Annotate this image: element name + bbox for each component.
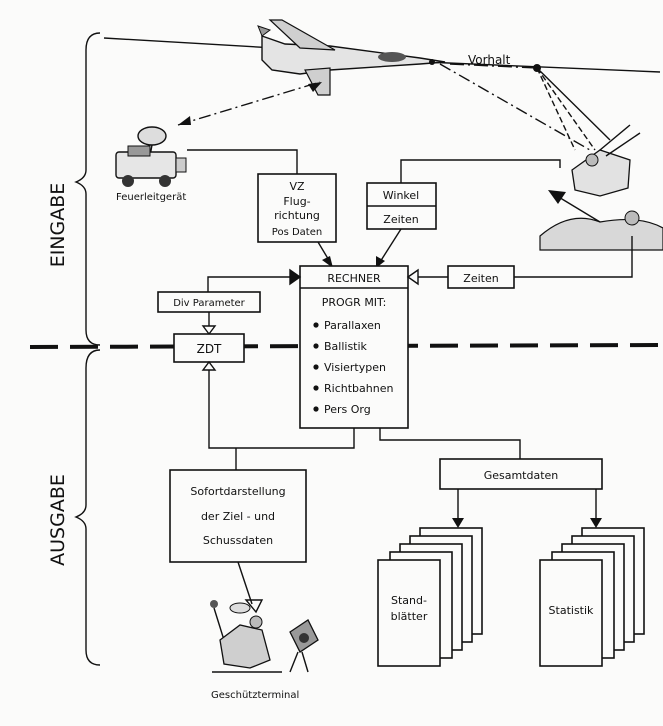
- gun-to-winkel-connector: [400, 159, 561, 183]
- winkel-to-rechner-line: [379, 228, 402, 263]
- radar-tracking-line: [177, 81, 321, 126]
- rechner-title: RECHNER: [327, 272, 381, 285]
- zeiten-label: Zeiten: [463, 272, 498, 285]
- operator-arrow-line: [556, 195, 601, 223]
- rechner-left-input-marker: [289, 268, 302, 286]
- radar-arrow-head-target: [308, 82, 322, 92]
- winkel-label: Winkel: [383, 189, 419, 202]
- input-brace: [74, 32, 101, 346]
- item-ballistik: Ballistik: [324, 340, 368, 353]
- div-parameter-label: Div Parameter: [173, 298, 245, 309]
- output-brace: [74, 349, 101, 666]
- radar-to-vz-connector: [187, 149, 298, 174]
- lead-line-1: [536, 67, 596, 151]
- gun-to-zeiten-connector: [514, 236, 633, 278]
- rechner-to-gesamt-connector: [379, 428, 521, 459]
- bullet-icon: [313, 406, 319, 412]
- item-parallaxen: Parallaxen: [324, 319, 381, 332]
- vz-to-rechner-arrow: [322, 256, 333, 268]
- statistik-label: Statistik: [549, 604, 595, 617]
- geschuetzterminal-label: Geschützterminal: [211, 690, 299, 701]
- sofort-to-terminal-arrow: [244, 599, 264, 614]
- bullet-icon: [313, 364, 319, 370]
- feuerleitgeraet-label: Feuerleitgerät: [116, 192, 186, 203]
- fire-control-radar-icon: [115, 126, 187, 187]
- gesamt-to-stand-arrow: [452, 518, 464, 528]
- winkel-zeiten-label: Zeiten: [383, 213, 418, 226]
- bullet-icon: [313, 385, 319, 391]
- bullet-icon: [313, 343, 319, 349]
- sofortdarstellung-box: Sofortdarstellung der Ziel - und Schussd…: [169, 469, 307, 563]
- richtung-label: richtung: [274, 209, 320, 222]
- zdt-bottom-marker: [201, 360, 217, 371]
- lead-line-3: [536, 67, 611, 141]
- gesamtdaten-label: Gesamtdaten: [484, 469, 559, 482]
- winkel-zeiten-box: Winkel Zeiten: [366, 182, 437, 230]
- vz-label: VZ: [289, 180, 305, 193]
- standblaetter-line-1: Stand-: [391, 594, 427, 607]
- gesamt-to-statistik-arrow: [590, 518, 602, 528]
- bullet-icon: [313, 322, 319, 328]
- standblaetter-document-stack: Stand- blätter: [377, 527, 483, 667]
- anti-aircraft-gun-crew-icon: [539, 124, 663, 251]
- sofort-line-2: der Ziel - und: [201, 510, 275, 523]
- gun-sight-line: [439, 63, 591, 151]
- item-pers-org: Pers Org: [324, 403, 371, 416]
- statistik-document-stack: Statistik: [539, 527, 645, 667]
- radar-arrow-head: [178, 116, 191, 125]
- item-richtbahnen: Richtbahnen: [324, 382, 393, 395]
- standblaetter-line-2: blätter: [391, 610, 428, 623]
- flight-path-line: [103, 37, 276, 49]
- rechner-right-input-marker: [406, 268, 419, 286]
- gesamtdaten-box: Gesamtdaten: [439, 458, 603, 490]
- rechner-computer-box: RECHNER PROGR MIT: Parallaxen Ballistik …: [299, 265, 409, 429]
- flight-path-line-right: [424, 61, 661, 73]
- jet-aircraft-icon: [257, 19, 446, 96]
- sofort-line-1: Sofortdarstellung: [190, 485, 285, 498]
- flug-label: Flug-: [283, 195, 310, 208]
- div-parameter-box: Div Parameter: [157, 291, 261, 313]
- vz-flight-direction-box: VZ Flug- richtung Pos Daten: [257, 173, 337, 243]
- item-visiertypen: Visiertypen: [324, 361, 386, 374]
- lead-line-2: [536, 67, 576, 151]
- rechner-to-div-connector: [207, 276, 290, 292]
- vorhalt-label: Vorhalt: [468, 53, 511, 67]
- sofort-line-3: Schussdaten: [203, 534, 273, 547]
- zdt-label: ZDT: [197, 342, 222, 356]
- section-label-output: AUSGABE: [47, 474, 69, 566]
- winkel-to-rechner-arrow: [376, 256, 385, 268]
- pos-daten-label: Pos Daten: [272, 227, 322, 238]
- gun-terminal-crew-icon: [210, 600, 319, 673]
- section-label-input: EINGABE: [47, 183, 69, 268]
- rechner-program-heading: PROGR MIT:: [322, 296, 387, 309]
- operator-arrow-head: [548, 190, 566, 204]
- sight-line-top: [449, 63, 538, 69]
- zdt-to-rechner-connector: [208, 370, 355, 449]
- input-output-separator: [29, 343, 663, 349]
- zeiten-box: Zeiten: [447, 265, 515, 289]
- zdt-input-marker: [201, 325, 217, 336]
- sofort-to-terminal-line: [237, 561, 253, 605]
- zdt-box: ZDT: [173, 333, 245, 363]
